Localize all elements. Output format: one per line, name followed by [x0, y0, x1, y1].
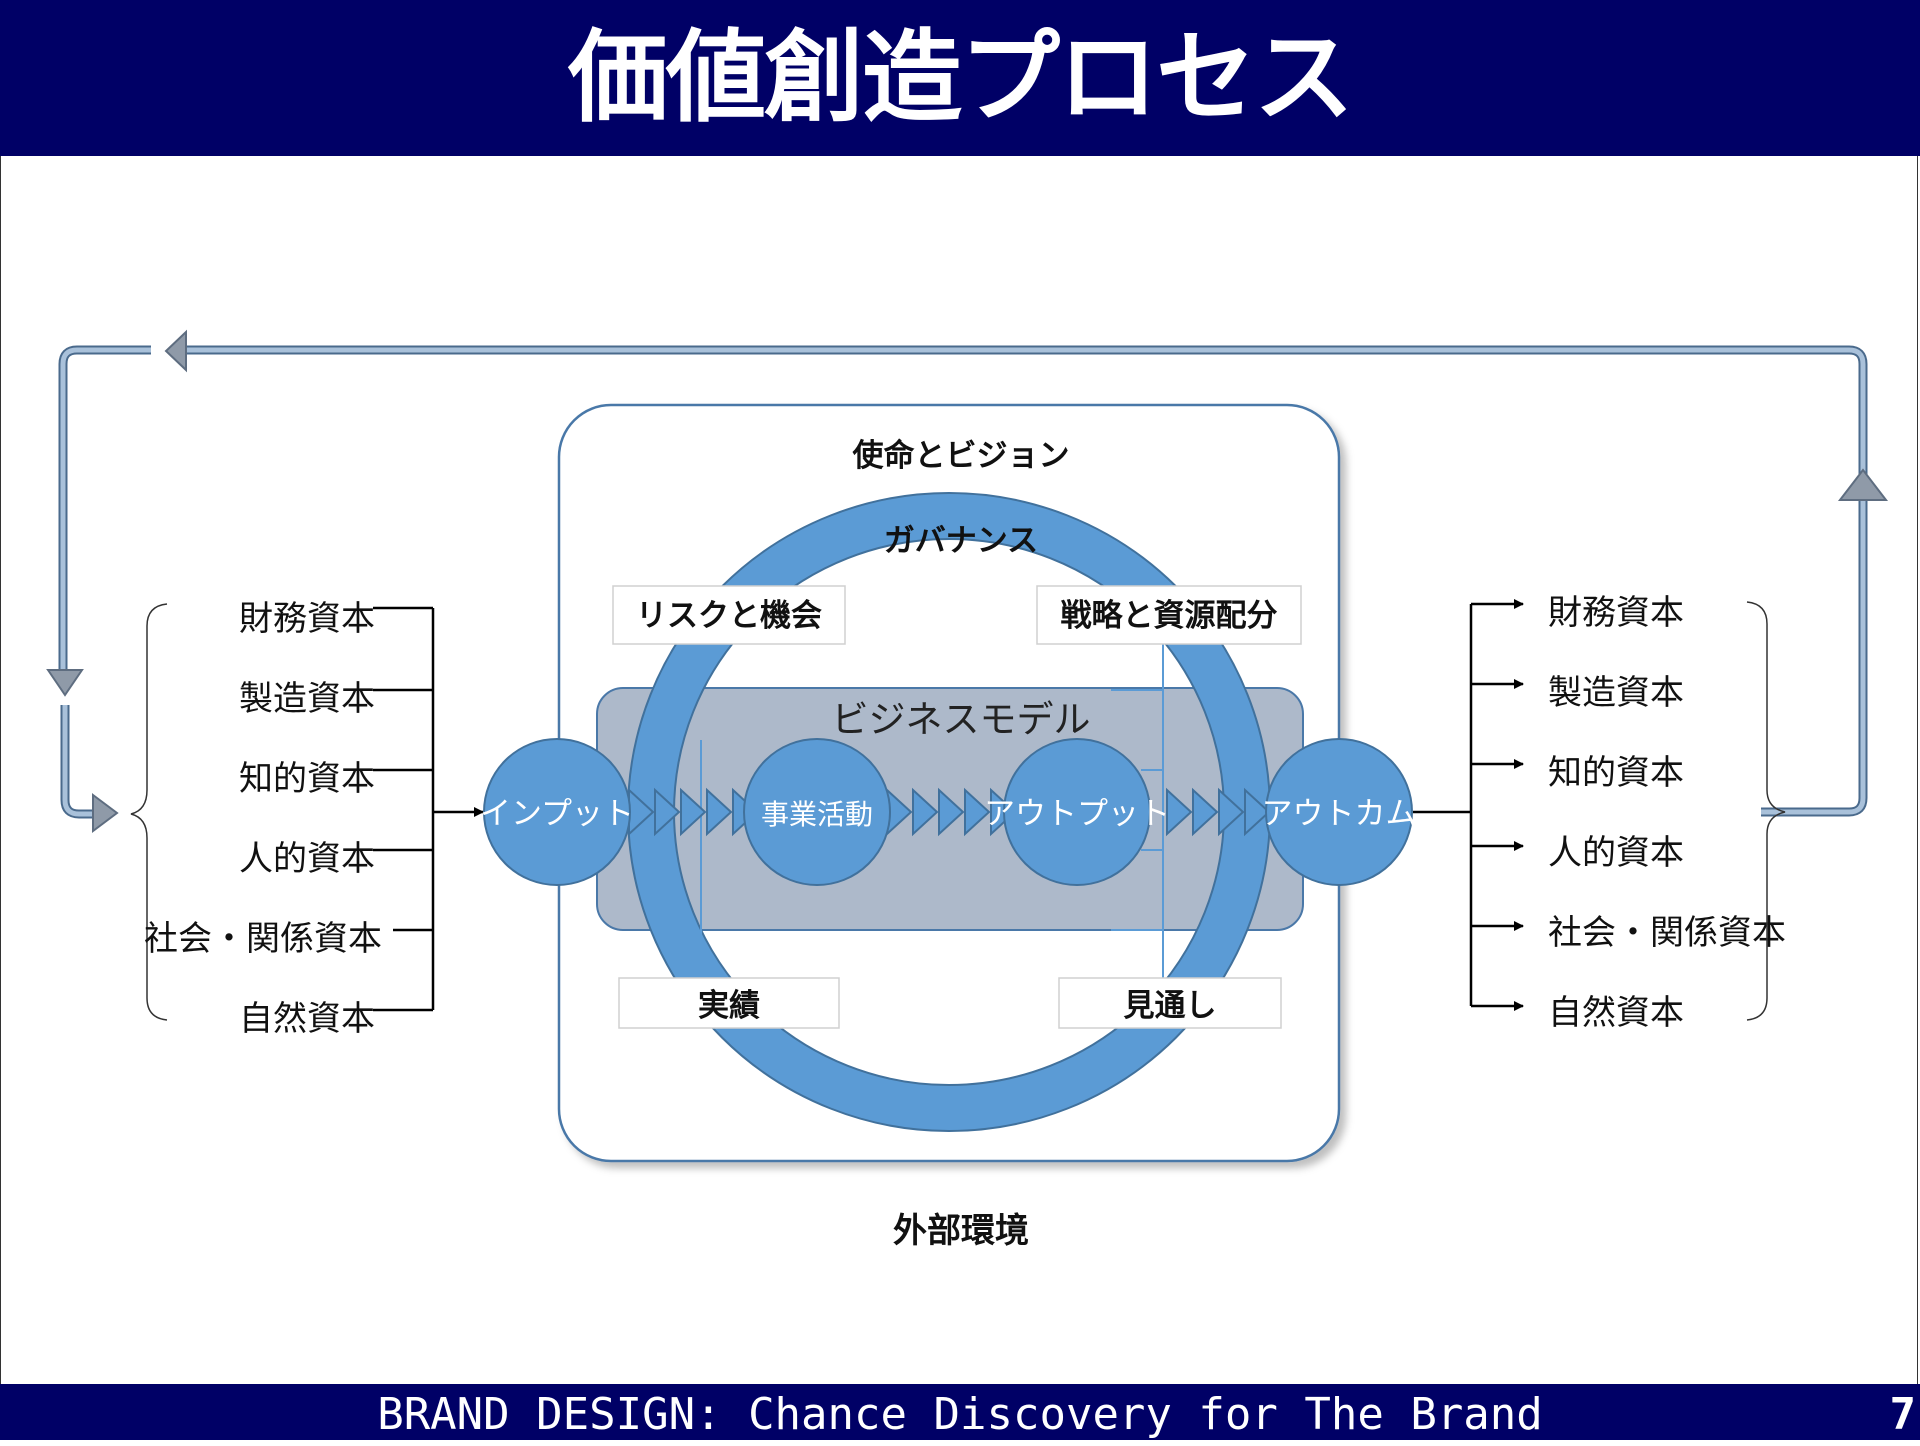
right-capital-2: 製造資本 — [1548, 673, 1684, 713]
environment-label: 外部環境 — [893, 1211, 1029, 1251]
footer-bar — [0, 1384, 1920, 1440]
output-node — [1003, 738, 1151, 886]
outcome-node — [1265, 738, 1413, 886]
strategy-box — [1036, 585, 1302, 645]
left-capital-5: 社会・関係資本 — [144, 919, 382, 959]
output-label: アウトプット — [984, 796, 1170, 832]
governance-label: ガバナンス — [884, 523, 1038, 559]
left-connector — [373, 606, 484, 1012]
left-capital-1: 財務資本 — [239, 599, 375, 639]
risk-label: リスクと機会 — [636, 598, 822, 634]
performance-box — [618, 977, 840, 1029]
strategy-label: 戦略と資源配分 — [1061, 598, 1278, 634]
left-capital-3: 知的資本 — [239, 759, 375, 799]
right-capital-6: 自然資本 — [1548, 993, 1684, 1033]
left-capital-6: 自然資本 — [239, 999, 375, 1039]
activity-label: 事業活動 — [761, 798, 873, 831]
right-connector — [1413, 599, 1524, 1011]
chevrons-output-outcome — [1166, 787, 1271, 837]
risk-box — [612, 585, 846, 645]
left-brace — [130, 603, 168, 1021]
footer-title: BRAND DESIGN: Chance Discovery for The B… — [377, 1389, 1543, 1440]
page-number: 7 — [1889, 1389, 1917, 1440]
ring-connectors — [651, 626, 1164, 1011]
chevrons-activity-output — [886, 787, 1017, 837]
activity-node — [743, 738, 891, 886]
value-creation-diagram: 財務資本 製造資本 知的資本 人的資本 社会・関係資本 自然資本 使命とビジョン… — [46, 329, 1889, 1251]
outlook-box — [1058, 977, 1282, 1029]
page-title: 価値創造プロセス — [568, 19, 1354, 136]
left-capital-2: 製造資本 — [239, 679, 375, 719]
right-brace — [1746, 601, 1786, 1021]
feedback-loop-arrow — [46, 329, 1889, 833]
slide-body: 財務資本 製造資本 知的資本 人的資本 社会・関係資本 自然資本 使命とビジョン… — [0, 156, 1918, 1384]
left-capital-4: 人的資本 — [239, 839, 375, 879]
right-capital-1: 財務資本 — [1548, 593, 1684, 633]
performance-label: 実績 — [698, 988, 760, 1024]
right-capital-5: 社会・関係資本 — [1548, 913, 1786, 953]
right-capital-3: 知的資本 — [1548, 753, 1684, 793]
right-capital-4: 人的資本 — [1548, 833, 1684, 873]
title-bar — [0, 0, 1920, 156]
mission-label: 使命とビジョン — [852, 438, 1070, 474]
outcome-label: アウトカム — [1262, 796, 1417, 832]
outlook-label: 見通し — [1124, 988, 1217, 1024]
input-node — [483, 738, 631, 886]
business-model-label: ビジネスモデル — [832, 698, 1091, 741]
input-label: インプット — [480, 796, 634, 832]
